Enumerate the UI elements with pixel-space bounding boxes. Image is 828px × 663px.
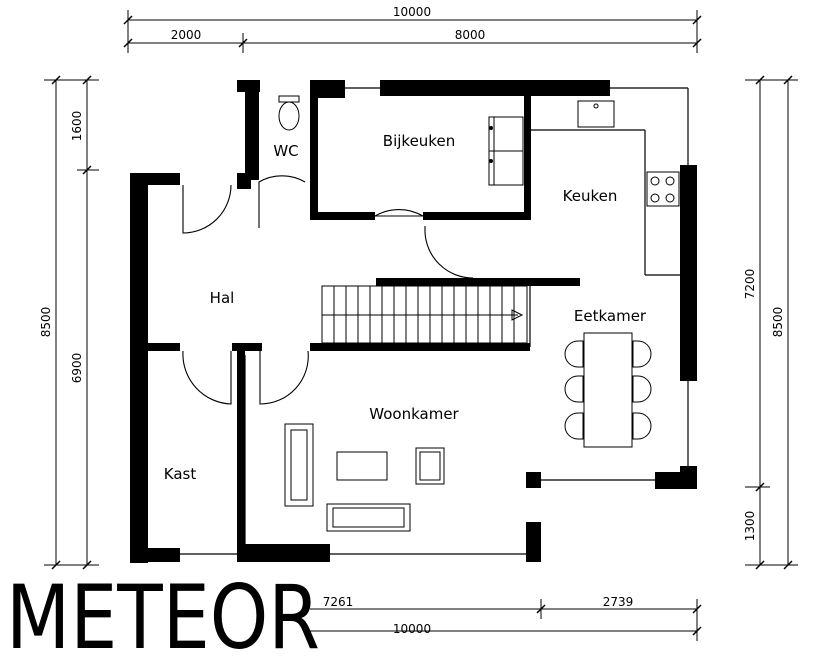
wall-bijkeuken-left (310, 80, 318, 220)
chair-icon (564, 340, 584, 368)
chair-icon (632, 375, 652, 403)
chair-icon (632, 340, 652, 368)
dim-top-left: 2000 (171, 28, 202, 42)
dim-left-lower: 6900 (70, 353, 84, 384)
walls (130, 80, 697, 563)
dim-bottom-total: 10000 (393, 622, 431, 636)
wall-right (680, 165, 697, 381)
doors (182, 175, 474, 405)
wall-left-outer (130, 173, 148, 563)
staircase (321, 285, 528, 344)
room-label-kast: Kast (164, 465, 197, 483)
door-bijkeuken (374, 209, 426, 217)
dim-right-total: 8500 (771, 307, 785, 338)
wall-bottom-middle (237, 544, 330, 562)
wall-wc-corner (237, 173, 251, 189)
chair-icon (564, 412, 584, 440)
dimension-ticks (51, 15, 793, 636)
meteor-logo: METEOR (6, 566, 320, 663)
dim-left-total: 8500 (39, 307, 53, 338)
wall-bijkeuken-bottom-right (423, 212, 531, 220)
dim-top-right: 8000 (455, 28, 486, 42)
wall-kast-right (237, 343, 245, 562)
wall-kast-top (148, 343, 180, 351)
dim-left-upper: 1600 (70, 111, 84, 142)
dim-right-upper: 7200 (743, 269, 757, 300)
room-label-bijkeuken: Bijkeuken (383, 132, 455, 150)
dim-right-lower: 1300 (743, 511, 757, 542)
wall-stair-bottom (310, 343, 530, 351)
dining-table-icon (583, 332, 633, 448)
fixtures (278, 95, 680, 532)
dim-bottom-right: 2739 (603, 595, 634, 609)
chair-icon (564, 375, 584, 403)
wall-bijkeuken-bottom-left (310, 212, 375, 220)
toilet-icon (278, 101, 300, 131)
door-kast (182, 350, 232, 405)
room-label-hal: Hal (210, 289, 235, 307)
room-label-woonkamer: Woonkamer (369, 405, 459, 423)
door-keuken (424, 226, 474, 279)
wall-left-top (130, 173, 180, 185)
wall-hal-divider (232, 343, 262, 351)
coffee-table-icon (336, 451, 388, 481)
stair-arrow-icon (511, 309, 524, 321)
door-wc (258, 175, 306, 228)
dim-top-total: 10000 (393, 5, 431, 19)
toilet-tank-icon (278, 95, 300, 103)
wall-bijkeuken-top (317, 80, 345, 98)
wall-bijkeuken-right (524, 96, 531, 220)
dim-bottom-left: 7261 (323, 595, 354, 609)
room-label-eetkamer: Eetkamer (574, 307, 647, 325)
room-label-wc: WC (273, 142, 298, 160)
door-woonkamer (259, 350, 309, 405)
wall-stair-top (376, 278, 580, 286)
dimension-lines (44, 10, 798, 641)
room-label-keuken: Keuken (563, 187, 618, 205)
wall-bottom-left (130, 548, 180, 562)
wall-bottom-right-corner (655, 472, 697, 489)
chair-icon (632, 412, 652, 440)
door-front (182, 184, 232, 234)
wall-top (380, 80, 610, 96)
wall-bay-top-left (526, 472, 541, 488)
wall-bay-bottom (526, 522, 541, 562)
wall-wc-left (245, 80, 259, 180)
